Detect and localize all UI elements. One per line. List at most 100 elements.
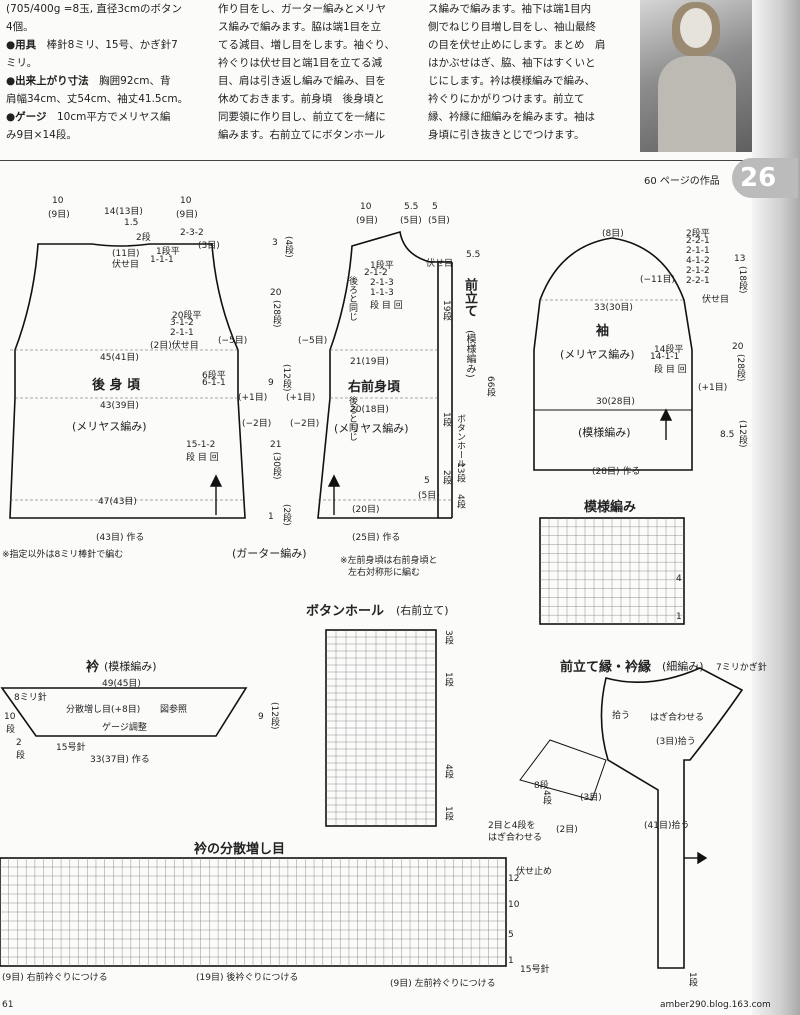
instructions-line: 衿ぐりにかがりつけます。前立て bbox=[428, 93, 585, 105]
edging-sub: (細編み) bbox=[662, 660, 704, 673]
buttonhole-chart-grid bbox=[326, 630, 436, 826]
edging-title: 前立て縁・衿縁 bbox=[560, 660, 652, 675]
footnote: ※左前身頃は右前身頃と bbox=[340, 556, 438, 566]
dim-label: 段 bbox=[6, 725, 16, 735]
intro-column-3: ス編みで編みます。袖下は端1目内 側でねじり目増し目をし、袖山最終 の目を伏せ止… bbox=[428, 0, 634, 144]
dim-label: 2-1-1 bbox=[170, 328, 194, 338]
dim-label: 6-1-1 bbox=[202, 378, 226, 388]
chart-row-label: 5 bbox=[508, 930, 514, 940]
instructions-line: はかぶせはぎ、脇、袖下はすくいと bbox=[428, 57, 596, 69]
dim-label: 8.5 bbox=[720, 430, 735, 440]
dim-label: 4段 bbox=[541, 790, 551, 805]
dim-label: 66段 bbox=[485, 376, 495, 397]
dim-label: 段 目 回 bbox=[186, 453, 219, 463]
dim-label: 伏せ目 bbox=[426, 259, 454, 269]
dim-label: 2-1-2 bbox=[364, 268, 388, 278]
dim-label: 段 目 回 bbox=[654, 365, 687, 375]
chart-row-label: 12 bbox=[508, 874, 520, 884]
instructions-line: 衿ぐりは伏せ目と端1目を立てる減 bbox=[218, 57, 383, 69]
chart-row-label: 4 bbox=[676, 574, 682, 584]
back-body-stitch: (メリヤス編み) bbox=[72, 420, 147, 433]
dim-label: 1.5 bbox=[124, 218, 139, 228]
dim-label: (28目) 作る bbox=[592, 467, 641, 477]
dim-label: 13 bbox=[734, 254, 746, 264]
dim-label: 47(43目) bbox=[98, 497, 137, 507]
dim-label: 1段 bbox=[443, 806, 453, 821]
dim-label: 伏せ目 bbox=[702, 295, 730, 305]
dim-label: (−5目) bbox=[218, 336, 248, 346]
front-band-title: 前立て bbox=[462, 278, 477, 317]
dim-label: 20 bbox=[270, 288, 282, 298]
dim-label: (18段) bbox=[737, 266, 747, 294]
dim-label: 2-3-2 bbox=[180, 228, 204, 238]
dim-label: 21(19目) bbox=[350, 357, 389, 367]
page-badge: 26 bbox=[732, 158, 798, 198]
back-body-outline bbox=[9, 243, 246, 519]
instructions-line: 同要領に作り目し、前立てを一緒に bbox=[218, 111, 386, 123]
dim-label: 2-1-3 bbox=[370, 278, 394, 288]
instructions-line: 縁、衿縁に細編みを編みます。袖は bbox=[428, 111, 595, 123]
dim-label: 1段平 bbox=[370, 261, 394, 271]
dim-label: (−2目) bbox=[290, 419, 320, 429]
dim-label: 45(41目) bbox=[100, 353, 139, 363]
dim-label: (−5目) bbox=[298, 336, 328, 346]
dim-label: (3目) bbox=[198, 241, 220, 251]
buttonhole-chart-title: ボタンホール bbox=[306, 604, 385, 619]
dim-label: 1段 bbox=[687, 972, 697, 987]
dim-label: 段 bbox=[16, 751, 26, 761]
dim-label: 15号針 bbox=[56, 743, 86, 753]
dim-label: (12段) bbox=[281, 364, 291, 392]
dim-label: 1-1-1 bbox=[150, 255, 174, 265]
collar-increase-grid bbox=[0, 858, 506, 966]
dim-label: 2段 bbox=[441, 470, 451, 485]
instructions-line: 側でねじり目増し目をし、袖山最終 bbox=[428, 21, 596, 33]
dim-label: 19段 bbox=[441, 300, 451, 321]
dim-label: (9目) 右前衿ぐりにつける bbox=[2, 973, 108, 983]
instructions-line: ス編みで編みます。脇は端1目を立 bbox=[218, 21, 382, 33]
gauge-text: 10cm平方でメリヤス編 bbox=[56, 111, 171, 123]
dim-label: (2目) bbox=[556, 825, 578, 835]
instructions-line: じにします。衿は模様編みで編み、 bbox=[428, 75, 595, 87]
materials-text: (705/400g =8玉, 直径3cmのボタン bbox=[6, 3, 183, 15]
collar-increase-title: 衿の分散増し目 bbox=[194, 842, 286, 857]
dim-label: 43(39目) bbox=[100, 401, 139, 411]
dim-label: 5 bbox=[424, 476, 430, 486]
dim-label: (20目) bbox=[352, 505, 380, 515]
intro-column-2: 作り目をし、ガーター編みとメリヤ ス編みで編みます。脇は端1目を立 てる減目、増… bbox=[218, 0, 414, 144]
dim-label: 5 bbox=[432, 202, 438, 212]
buttonhole-chart-sub: (右前立て) bbox=[396, 604, 449, 617]
dim-label: 2-2-1 bbox=[686, 276, 710, 286]
dim-label: 1 bbox=[268, 512, 274, 522]
dim-label: 3段 bbox=[443, 630, 453, 645]
blog-url: amber290.blog.163.com bbox=[660, 1000, 771, 1010]
instructions-line: の目を伏せ止めにします。まとめ 肩 bbox=[428, 39, 606, 51]
header-rule bbox=[0, 160, 760, 161]
dim-label: (−11目) bbox=[640, 275, 676, 285]
dim-label: (2段) bbox=[281, 504, 291, 526]
model-photo bbox=[640, 0, 752, 152]
dim-label: 1-1-3 bbox=[370, 288, 394, 298]
dim-label: (25目) 作る bbox=[352, 533, 401, 543]
dim-label: (+1目) bbox=[238, 393, 268, 403]
tools-text: 棒針8ミリ、15号、かぎ針7 bbox=[46, 39, 178, 51]
instructions-line: てる減目、増し目をします。袖ぐり、 bbox=[218, 39, 396, 51]
back-body-title: 後 身 頃 bbox=[92, 378, 141, 393]
dim-label: 2 bbox=[16, 738, 22, 748]
chart-row-label: 1 bbox=[676, 612, 682, 622]
dim-label: 1段 bbox=[441, 412, 451, 427]
face-shape bbox=[680, 8, 712, 48]
dim-label: (+1目) bbox=[698, 383, 728, 393]
chart-row-label: 10 bbox=[508, 900, 520, 910]
buttonhole-label: ボタンホール bbox=[455, 414, 465, 468]
dim-label: (+1目) bbox=[286, 393, 316, 403]
instructions-line: ス編みで編みます。袖下は端1目内 bbox=[428, 3, 592, 15]
dim-label: 8ミリ針 bbox=[14, 693, 47, 703]
dim-label: 20(18目) bbox=[350, 405, 389, 415]
dim-label: 20 bbox=[732, 342, 744, 352]
dim-label: 8段 bbox=[534, 781, 549, 791]
dim-label: (41目)拾う bbox=[644, 821, 690, 831]
dim-label: 1段 bbox=[443, 672, 453, 687]
dim-label: (4段) bbox=[283, 236, 293, 258]
